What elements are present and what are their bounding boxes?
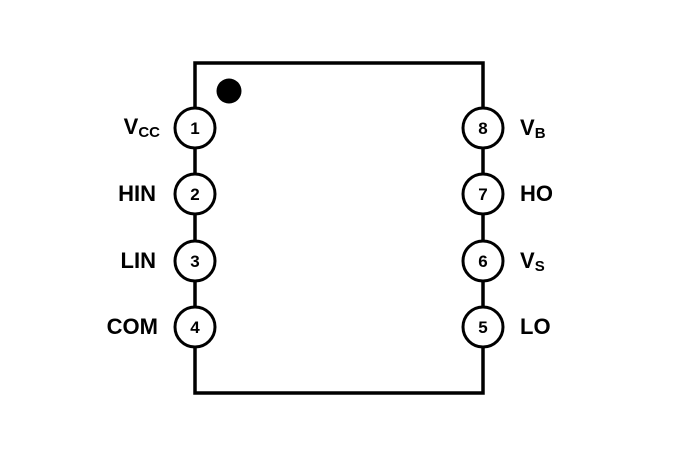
pin-6: 6 xyxy=(461,239,505,283)
pin-7-circle xyxy=(461,172,505,216)
pin-7-label: HO xyxy=(520,183,553,205)
pin-6-number: 6 xyxy=(478,252,487,271)
pin-1-circle xyxy=(173,106,217,150)
pin-2: 2 xyxy=(173,172,217,216)
pin-1-label-sub: CC xyxy=(138,124,160,141)
pin-4-circle xyxy=(173,305,217,349)
package-body xyxy=(193,61,485,395)
pin-7-label-main: HO xyxy=(520,181,553,206)
pin-2-number: 2 xyxy=(190,185,199,204)
pin-5-label: LO xyxy=(520,316,551,338)
pin-2-label-main: HIN xyxy=(118,181,156,206)
pin-1-label-main: V xyxy=(123,114,139,139)
pin-5-label-main: LO xyxy=(520,314,551,339)
pin-4-label: COM xyxy=(60,316,158,338)
pin-8-label: VB xyxy=(520,115,546,142)
pin-8: 8 xyxy=(461,106,505,150)
pin-4-number: 4 xyxy=(190,318,200,337)
pin-6-label: VS xyxy=(520,248,545,275)
pin-5: 5 xyxy=(461,305,505,349)
pin-8-circle xyxy=(461,106,505,150)
pin-8-label-main: V xyxy=(520,115,535,140)
pin-5-circle xyxy=(461,305,505,349)
pin-5-number: 5 xyxy=(478,318,487,337)
pin-4-label-main: COM xyxy=(106,314,158,339)
pin1-indicator-dot xyxy=(216,78,242,104)
pin-7-number: 7 xyxy=(478,185,487,204)
pin-3: 3 xyxy=(173,239,217,283)
pin-3-number: 3 xyxy=(190,252,199,271)
pin-3-label-main: LIN xyxy=(120,248,156,273)
pin-3-circle xyxy=(173,239,217,283)
pin-1: 1 xyxy=(173,106,217,150)
pin-3-label: LIN xyxy=(60,250,156,272)
pin-1-number: 1 xyxy=(190,119,199,138)
pin-8-label-sub: B xyxy=(534,125,546,142)
pin-4: 4 xyxy=(173,305,217,349)
pin-2-label: HIN xyxy=(60,183,156,205)
pin-1-label: VCC xyxy=(80,114,160,141)
pin-8-number: 8 xyxy=(478,119,487,138)
pin-6-label-main: V xyxy=(520,248,535,273)
pin-7: 7 xyxy=(461,172,505,216)
pin-6-label-sub: S xyxy=(534,258,545,275)
pin-6-circle xyxy=(461,239,505,283)
pin-2-circle xyxy=(173,172,217,216)
